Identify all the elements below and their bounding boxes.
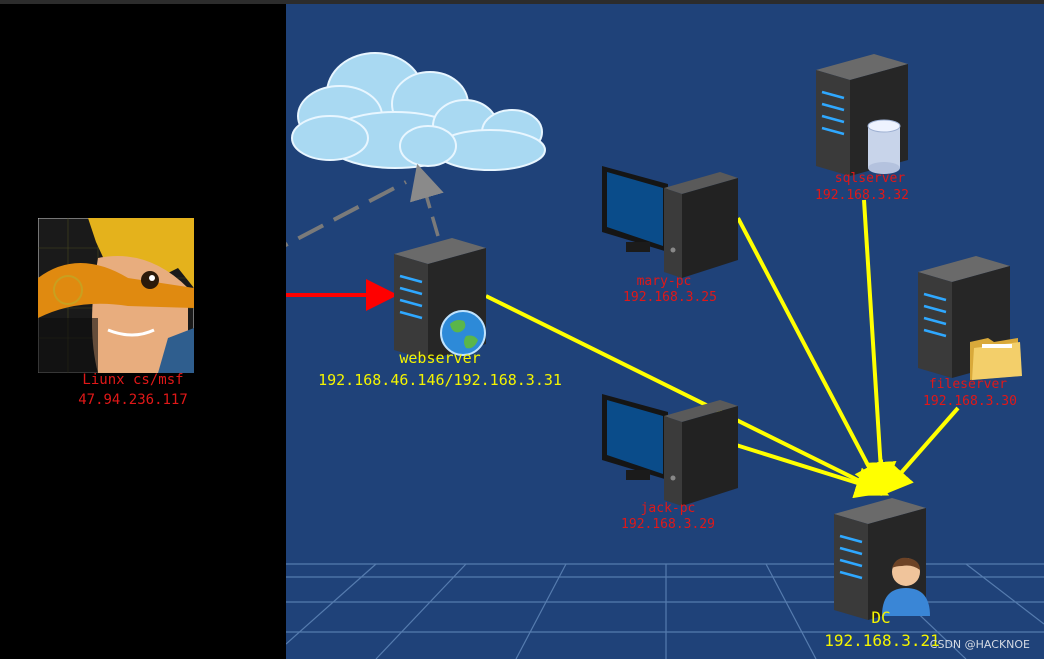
webserver-ip: 192.168.46.146/192.168.3.31 [318, 371, 562, 389]
link-webserver-dc [485, 294, 890, 496]
attacker-name: Liunx cs/msf [82, 372, 184, 388]
globe-icon [440, 310, 486, 356]
link-sqlserver-dc [862, 199, 897, 494]
internet-link-webserver [410, 163, 444, 237]
link-marypc-dc [736, 217, 884, 496]
watermark: CSDN @HACKNOE [929, 638, 1030, 651]
link-fileserver-dc [880, 406, 960, 497]
network-diagram: webserver 192.168.46.146/192.168.3.31 ma… [286, 4, 1044, 659]
avatar-icon [38, 218, 194, 373]
attacker-ip: 47.94.236.117 [78, 392, 188, 408]
jack-pc-ip: 192.168.3.29 [621, 517, 715, 532]
mary-pc-name: mary-pc [636, 274, 692, 289]
sqlserver-name: sqlserver [834, 171, 906, 186]
top-border [0, 0, 1044, 4]
database-icon [867, 119, 901, 174]
monitor-icon [602, 166, 738, 278]
dc-ip: 192.168.3.21 [824, 631, 940, 650]
dc-name: DC [871, 608, 891, 627]
webserver-name: webserver [399, 349, 481, 367]
fileserver-ip: 192.168.3.30 [923, 394, 1017, 409]
jack-pc-name: jack-pc [640, 501, 696, 516]
internet-link-attacker [286, 180, 407, 248]
user-icon [882, 557, 930, 616]
fileserver-name: fileserver [928, 377, 1008, 392]
monitor-icon [602, 394, 738, 506]
cloud-icon [291, 52, 546, 171]
folder-icon [970, 338, 1022, 380]
link-jackpc-dc [735, 443, 888, 499]
link-layer [286, 163, 960, 499]
mary-pc-ip: 192.168.3.25 [623, 290, 717, 305]
sqlserver-ip: 192.168.3.32 [815, 188, 909, 203]
